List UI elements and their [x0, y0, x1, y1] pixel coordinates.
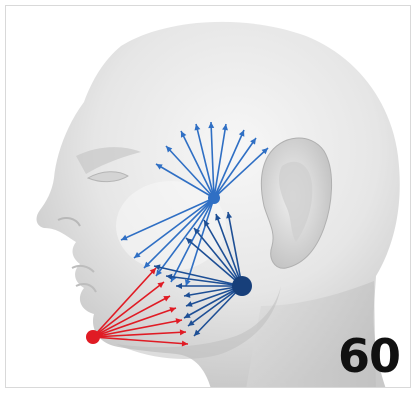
illustration-frame: 60	[5, 5, 411, 388]
upper-anchor-dot	[208, 192, 220, 204]
middle-anchor-dot	[232, 276, 252, 296]
lower-anchor-dot	[86, 330, 100, 344]
page-number: 60	[338, 333, 400, 379]
